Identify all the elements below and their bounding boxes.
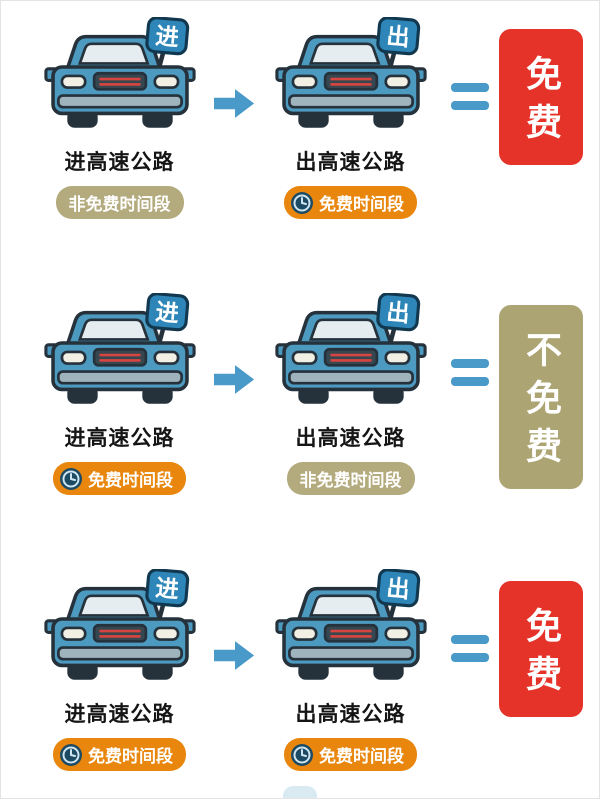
equals-icon — [451, 359, 489, 386]
exit-highway-block: 出 出高速公路 免费时间段 — [260, 17, 441, 219]
car-label: 出高速公路 — [295, 427, 406, 450]
car-icon: 出 — [275, 569, 427, 694]
exit-sign: 出 — [385, 575, 410, 603]
arrow-icon — [214, 365, 256, 394]
time-badge-label: 免费时间段 — [319, 747, 404, 766]
result-badge: 不免费 — [499, 305, 583, 489]
time-badge-label: 非免费时间段 — [68, 195, 171, 214]
rule-row: 进 进高速公路 免费时间段 出 出高速公路 非免费时间段 — [1, 293, 599, 495]
entry-sign: 进 — [154, 23, 180, 51]
arrow-icon — [214, 89, 256, 118]
exit-sign: 出 — [385, 299, 410, 327]
time-badge-label: 免费时间段 — [319, 195, 404, 214]
time-badge-label: 免费时间段 — [88, 471, 173, 490]
time-badge: 免费时间段 — [53, 462, 186, 495]
enter-highway-block: 进 进高速公路 免费时间段 — [29, 293, 210, 495]
exit-highway-block: 出 出高速公路 免费时间段 — [260, 569, 441, 771]
arrow-icon — [214, 641, 256, 670]
car-label: 进高速公路 — [64, 151, 175, 174]
result-badge: 免费 — [499, 29, 583, 165]
enter-highway-block: 进 进高速公路 非免费时间段 — [29, 17, 210, 219]
clock-icon — [59, 743, 83, 767]
car-icon: 进 — [44, 17, 196, 142]
car-label: 出高速公路 — [295, 151, 406, 174]
rule-row: 进 进高速公路 免费时间段 出 出高速公路 免费时间段 — [1, 569, 599, 771]
clock-icon — [290, 743, 314, 767]
time-badge: 非免费时间段 — [286, 462, 415, 495]
watermark-logo — [283, 786, 317, 798]
car-icon: 进 — [44, 293, 196, 418]
result-badge: 免费 — [499, 581, 583, 717]
time-badge: 免费时间段 — [284, 186, 417, 219]
car-icon: 出 — [275, 293, 427, 418]
time-badge: 免费时间段 — [284, 738, 417, 771]
exit-sign: 出 — [385, 23, 410, 51]
rule-row: 进 进高速公路 非免费时间段 出 出高速公路 免费时间段 — [1, 17, 599, 219]
entry-sign: 进 — [154, 575, 180, 603]
car-icon: 出 — [275, 17, 427, 142]
clock-icon — [59, 467, 83, 491]
time-badge: 非免费时间段 — [55, 186, 184, 219]
equals-icon — [451, 83, 489, 110]
car-label: 进高速公路 — [64, 427, 175, 450]
enter-highway-block: 进 进高速公路 免费时间段 — [29, 569, 210, 771]
time-badge-label: 免费时间段 — [88, 747, 173, 766]
entry-sign: 进 — [154, 299, 180, 327]
time-badge: 免费时间段 — [53, 738, 186, 771]
car-label: 出高速公路 — [295, 703, 406, 726]
exit-highway-block: 出 出高速公路 非免费时间段 — [260, 293, 441, 495]
car-icon: 进 — [44, 569, 196, 694]
equals-icon — [451, 635, 489, 662]
time-badge-label: 非免费时间段 — [299, 471, 402, 490]
car-label: 进高速公路 — [64, 703, 175, 726]
clock-icon — [290, 191, 314, 215]
